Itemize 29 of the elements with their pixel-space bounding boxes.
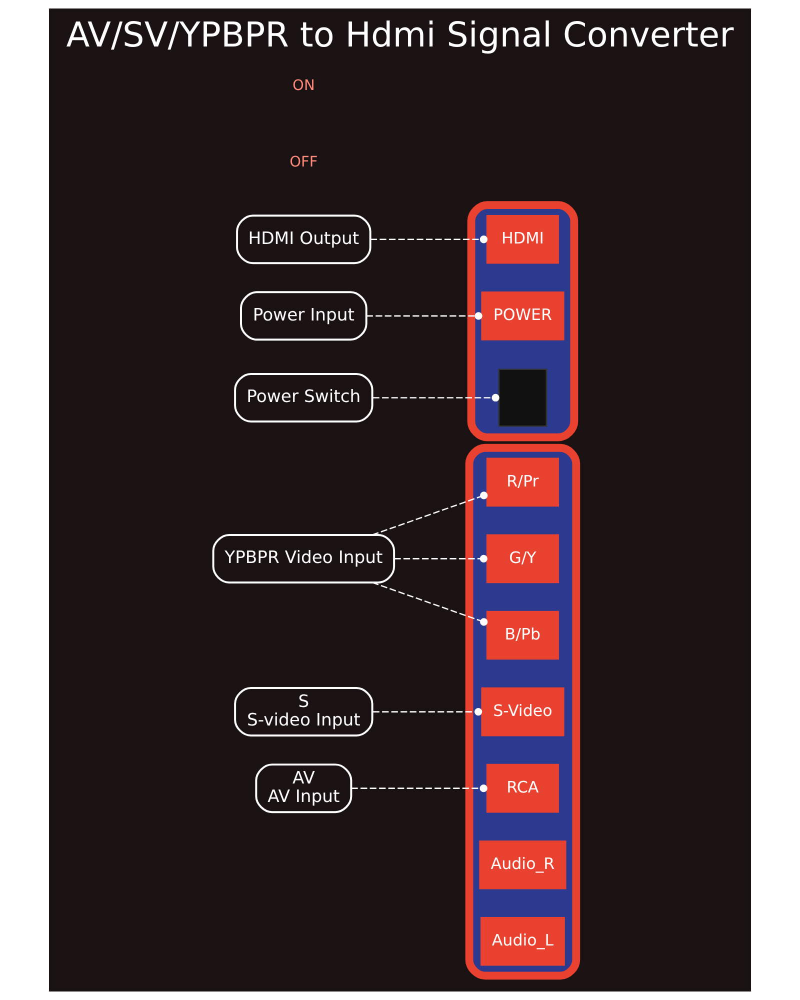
node-box: Power Switch xyxy=(234,373,374,422)
cluster xyxy=(467,201,578,442)
node-box: G/Y xyxy=(486,534,559,584)
node-box: Audio_R xyxy=(479,840,566,890)
connector xyxy=(372,582,488,626)
node-box: POWER xyxy=(481,292,564,340)
node-box: RCA xyxy=(486,764,559,813)
connector xyxy=(366,312,482,320)
node-box: S S-video Input xyxy=(234,687,374,737)
node-box: HDMI Output xyxy=(236,214,372,264)
connector xyxy=(372,492,488,536)
connector xyxy=(370,236,488,244)
connector xyxy=(394,554,488,563)
node-box xyxy=(498,368,548,427)
connector xyxy=(351,784,488,792)
node-box: R/Pr xyxy=(486,458,559,507)
node-box: B/Pb xyxy=(486,610,559,660)
connector xyxy=(372,708,482,716)
connector xyxy=(372,394,500,402)
label: ON xyxy=(292,78,315,94)
node-box: HDMI xyxy=(486,214,559,264)
diagram-title: AV/SV/YPBPR to Hdmi Signal Converter xyxy=(66,15,734,56)
label: OFF xyxy=(290,154,318,171)
node-box: AV AV Input xyxy=(255,764,352,814)
cluster xyxy=(465,444,580,980)
node-box: Power Input xyxy=(240,291,368,341)
node-box: YPBPR Video Input xyxy=(212,534,396,584)
node-box: S-Video xyxy=(481,687,564,736)
node-box: Audio_L xyxy=(480,916,565,966)
